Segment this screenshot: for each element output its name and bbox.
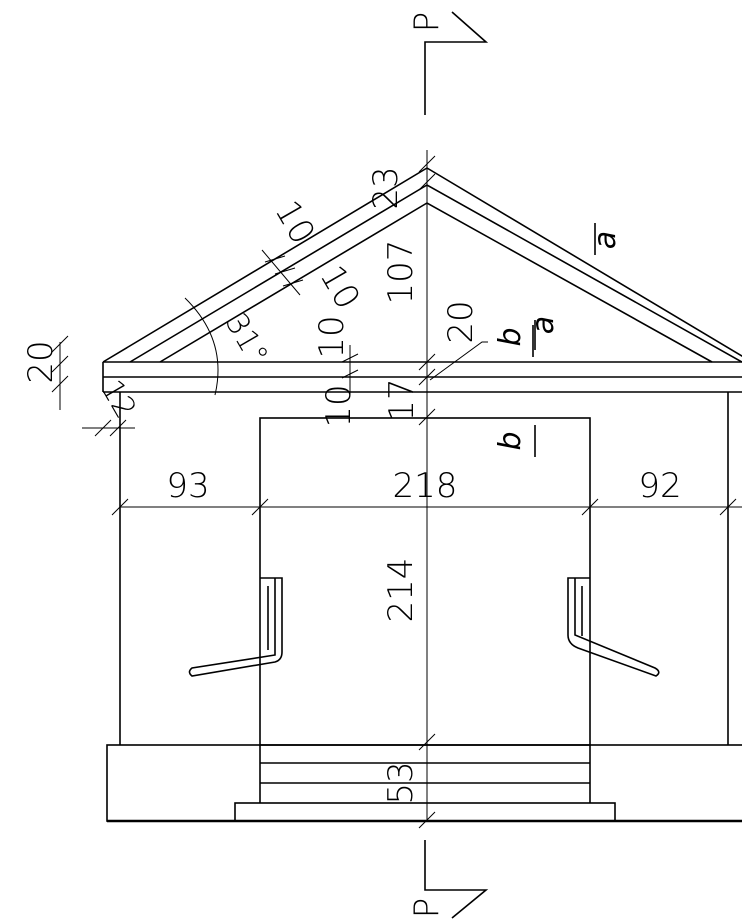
dim-step-height: 53 bbox=[381, 761, 421, 804]
left-handle bbox=[188, 577, 283, 677]
dim-roof-height: 107 bbox=[381, 240, 421, 305]
angle-arc bbox=[184, 297, 219, 396]
label-a-lower: a bbox=[526, 316, 561, 334]
section-mark-bottom-label: P bbox=[407, 898, 447, 919]
base-steps bbox=[106, 744, 742, 823]
dim-right-wall: 92 bbox=[638, 466, 681, 506]
label-b-lower: b bbox=[493, 431, 528, 450]
beam bbox=[102, 361, 742, 393]
dim-left-wall: 93 bbox=[166, 466, 209, 506]
section-mark-top: P bbox=[407, 11, 489, 115]
axis-ticks bbox=[418, 155, 436, 829]
dim-beam-thickness: 10 bbox=[312, 315, 352, 358]
dim-roof-ridge: 23 bbox=[366, 166, 406, 209]
roof-thickness-ticks bbox=[261, 249, 304, 296]
walls bbox=[119, 392, 729, 746]
dim-beam-lower: 10 bbox=[319, 384, 359, 427]
width-dimension-line bbox=[111, 498, 742, 516]
left-edge-dimensions bbox=[51, 335, 359, 437]
dim-roof-thickness-outer: 10 bbox=[266, 194, 322, 251]
dim-inner-depth: 20 bbox=[441, 300, 481, 343]
dim-door-width: 218 bbox=[393, 466, 458, 506]
label-b-upper: b bbox=[493, 327, 528, 346]
dim-beam-top-left: 20 bbox=[21, 340, 61, 383]
section-label-bars bbox=[532, 223, 596, 457]
label-a-upper: a bbox=[588, 231, 623, 249]
roof bbox=[102, 150, 742, 820]
dim-eave-gap: 17 bbox=[382, 378, 422, 421]
dim-door-height: 214 bbox=[381, 558, 421, 623]
b-leader-line bbox=[429, 341, 488, 381]
section-mark-top-label: P bbox=[407, 12, 447, 33]
right-handle bbox=[567, 577, 660, 677]
section-mark-bottom: P bbox=[407, 840, 489, 919]
dim-overhang-left: 12 bbox=[94, 374, 143, 425]
